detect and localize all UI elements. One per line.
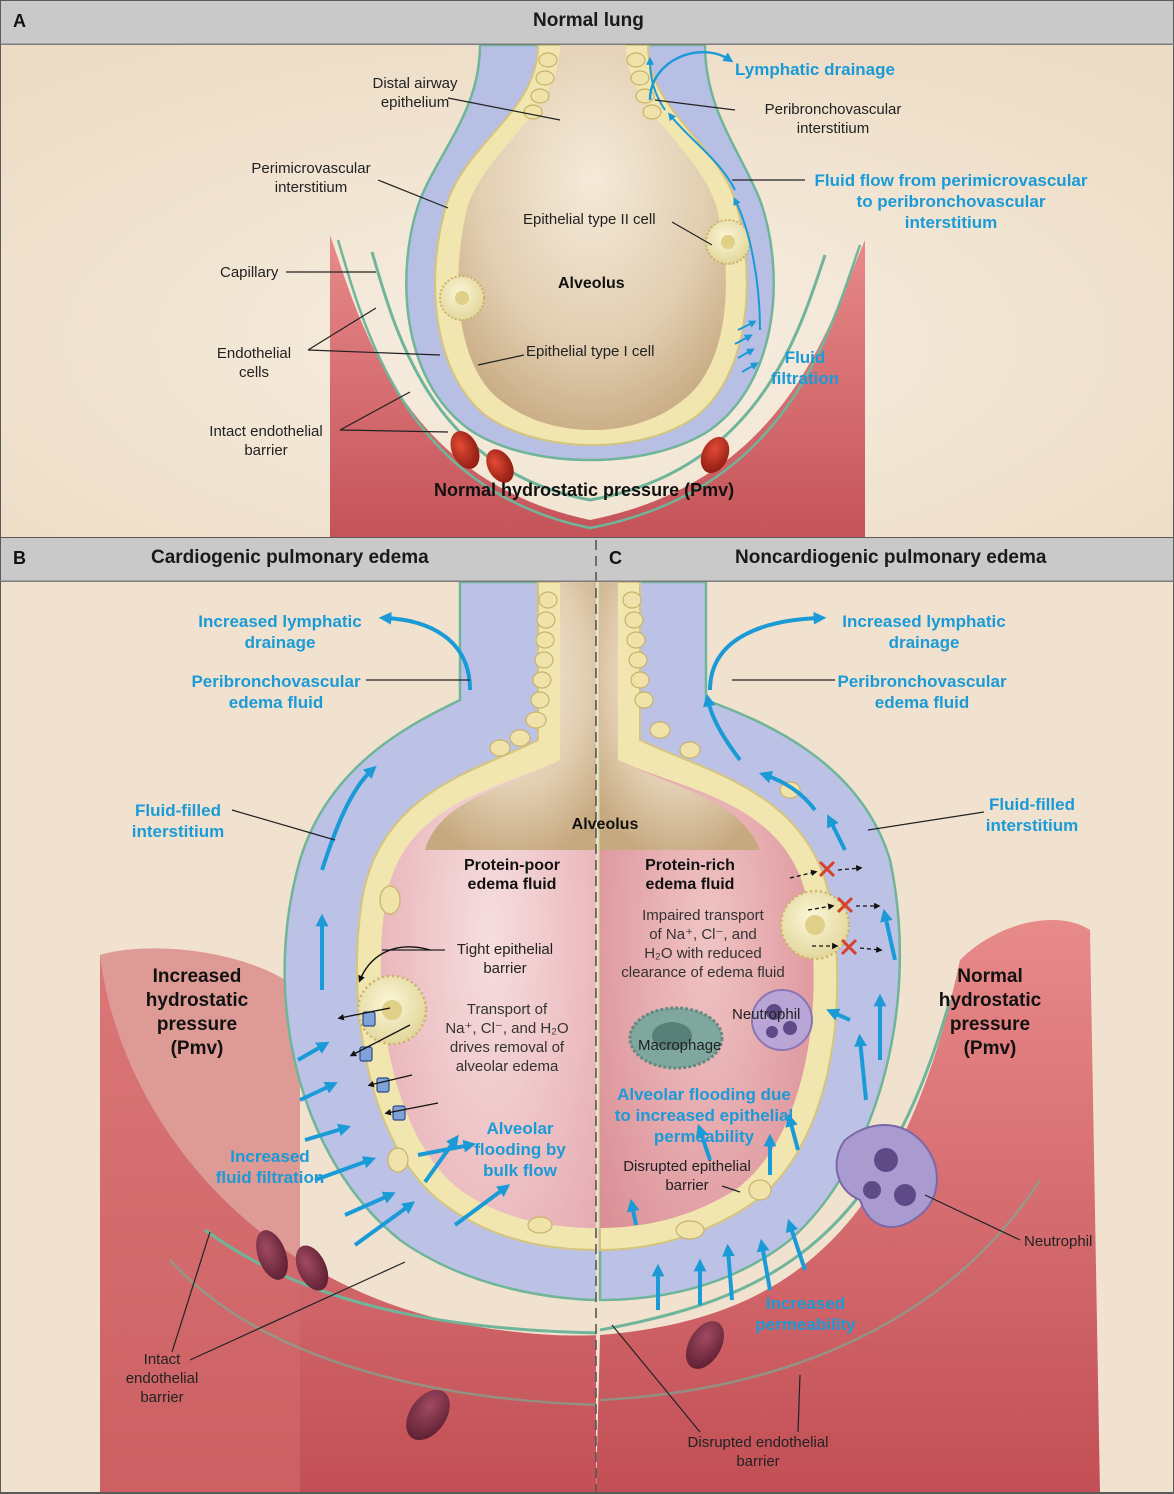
label-b-increased-filtration: Increased fluid filtration — [200, 1146, 340, 1188]
label-b-fluid-filled-interstitium: Fluid-filled interstitium — [118, 800, 238, 842]
label-c-normal-pressure: Normal hydrostatic pressure (Pmv) — [925, 965, 1055, 1061]
label-c-impaired-transport: Impaired transport of Na⁺, Cl⁻, and H₂O … — [608, 906, 798, 982]
label-b-tight-barrier: Tight epithelial barrier — [445, 940, 565, 978]
label-b-increased-pressure: Increased hydrostatic pressure (Pmv) — [132, 965, 262, 1061]
label-b-protein-poor: Protein-poor edema fluid — [452, 856, 572, 894]
label-c-increased-permeability: Increased permeability — [748, 1293, 863, 1335]
label-intact-endothelial-barrier: Intact endothelial barrier — [196, 422, 336, 460]
label-lymphatic-drainage: Lymphatic drainage — [735, 59, 895, 80]
label-b-peribronchovascular-edema: Peribronchovascular edema fluid — [186, 671, 366, 713]
label-c-disrupted-endothelial: Disrupted endothelial barrier — [678, 1433, 838, 1471]
label-c-protein-rich: Protein-rich edema fluid — [630, 856, 750, 894]
label-c-peribronchovascular-edema: Peribronchovascular edema fluid — [832, 671, 1012, 713]
label-alveolus-a: Alveolus — [558, 274, 625, 293]
label-c-disrupted-epithelial: Disrupted epithelial barrier — [612, 1157, 762, 1195]
label-c-alveolar-flooding-perm: Alveolar flooding due to increased epith… — [604, 1084, 804, 1147]
label-c-neutrophil-inner: Neutrophil — [732, 1005, 800, 1024]
label-b-intact-endothelial: Intact endothelial barrier — [112, 1350, 212, 1407]
label-b-increased-lymphatic: Increased lymphatic drainage — [190, 611, 370, 653]
label-c-fluid-filled-interstitium: Fluid-filled interstitium — [972, 794, 1092, 836]
label-capillary: Capillary — [220, 263, 278, 282]
label-epithelial-type-i: Epithelial type I cell — [526, 342, 654, 361]
label-b-alveolar-flooding-bulk: Alveolar flooding by bulk flow — [460, 1118, 580, 1181]
label-c-neutrophil-outer: Neutrophil — [1024, 1232, 1092, 1251]
label-c-increased-lymphatic: Increased lymphatic drainage — [834, 611, 1014, 653]
label-shared-alveolus: Alveolus — [555, 815, 655, 834]
label-normal-pressure-a: Normal hydrostatic pressure (Pmv) — [434, 481, 734, 500]
label-epithelial-type-ii: Epithelial type II cell — [523, 210, 656, 229]
label-perimicrovascular-interstitium: Perimicrovascular interstitium — [236, 159, 386, 197]
label-fluid-flow: Fluid flow from perimicrovascular to per… — [806, 170, 1096, 233]
label-distal-airway-epithelium: Distal airway epithelium — [345, 74, 485, 112]
label-b-transport: Transport of Na⁺, Cl⁻, and H₂O drives re… — [432, 1000, 582, 1076]
label-c-macrophage: Macrophage — [638, 1036, 721, 1055]
label-peribronchovascular-interstitium: Peribronchovascular interstitium — [748, 100, 918, 138]
label-fluid-filtration: Fluid filtration — [760, 347, 850, 389]
label-endothelial-cells: Endothelial cells — [204, 344, 304, 382]
